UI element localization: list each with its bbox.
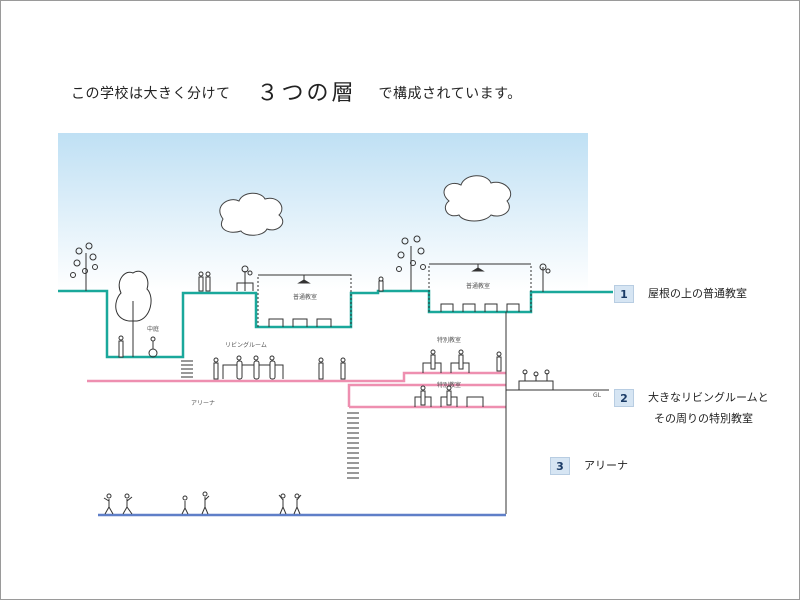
person-icon — [198, 271, 204, 292]
layer2-floor-line — [87, 371, 506, 383]
person-icon — [278, 493, 287, 515]
tree-icon — [396, 235, 426, 291]
planter-icon — [518, 369, 554, 390]
person-icon — [269, 355, 276, 380]
legend-item-1: 1 屋根の上の普通教室 — [614, 285, 747, 303]
tree-icon — [236, 265, 254, 291]
label-special-room-lower: 特別教室 — [437, 381, 461, 389]
person-icon — [205, 271, 211, 292]
classroom-left-frame — [257, 274, 352, 327]
person-icon — [430, 349, 436, 370]
person-icon — [378, 276, 384, 292]
person-icon — [181, 495, 189, 515]
person-icon — [253, 355, 260, 380]
legend-number-2: 2 — [614, 389, 634, 407]
desk-row-left — [268, 318, 332, 327]
person-icon — [340, 357, 346, 380]
legend-text-2a: 大きなリビングルームと — [648, 391, 769, 404]
person-icon — [103, 493, 114, 515]
tree-icon — [70, 242, 98, 291]
legend-item-2: 2 大きなリビングルームと その周りの特別教室 — [614, 389, 769, 428]
stair-arena — [347, 412, 359, 479]
classroom-right-frame — [428, 263, 532, 312]
person-icon — [496, 351, 502, 372]
label-living-room: リビングルーム — [225, 341, 267, 349]
legend-text-3: アリーナ — [584, 459, 628, 472]
headline: この学校は大きく分けて ３つの層 で構成されています。 — [71, 73, 522, 106]
person-icon — [122, 493, 133, 515]
cloud-icon — [443, 175, 512, 222]
table-icon — [222, 364, 284, 379]
person-icon — [318, 357, 324, 380]
sky-background — [58, 133, 588, 291]
lamp-icon — [471, 264, 485, 272]
person-icon — [118, 335, 124, 358]
headline-emphasis: ３つの層 — [256, 81, 357, 106]
label-classroom-right: 普通教室 — [466, 282, 490, 290]
legend-text-1: 屋根の上の普通教室 — [648, 287, 747, 300]
person-icon — [201, 491, 210, 515]
label-courtyard: 中庭 — [147, 325, 159, 333]
stair-courtyard — [181, 360, 193, 378]
desk-row-right — [440, 303, 520, 312]
wheelchair-icon — [148, 336, 158, 358]
legend-item-3: 3 アリーナ — [550, 457, 628, 475]
person-icon — [293, 493, 302, 515]
person-icon — [458, 349, 464, 370]
person-icon — [446, 385, 452, 406]
lamp-icon — [297, 275, 311, 284]
headline-prefix: この学校は大きく分けて — [71, 86, 231, 102]
legend-number-3: 3 — [550, 457, 570, 475]
label-arena: アリーナ — [191, 400, 215, 407]
person-icon — [213, 357, 219, 380]
label-special-room-upper: 特別教室 — [437, 336, 461, 344]
tree-icon — [115, 270, 152, 357]
cloud-icon — [219, 192, 284, 236]
legend-text-2b: その周りの特別教室 — [654, 412, 753, 425]
headline-suffix: で構成されています。 — [378, 86, 522, 102]
layer2-special-room-line — [347, 383, 506, 407]
label-classroom-left: 普通教室 — [293, 293, 317, 301]
person-icon — [420, 385, 426, 406]
person-icon — [236, 355, 243, 380]
legend-number-1: 1 — [614, 285, 634, 303]
label-ground-level: GL — [593, 392, 602, 399]
tree-icon — [539, 263, 551, 292]
